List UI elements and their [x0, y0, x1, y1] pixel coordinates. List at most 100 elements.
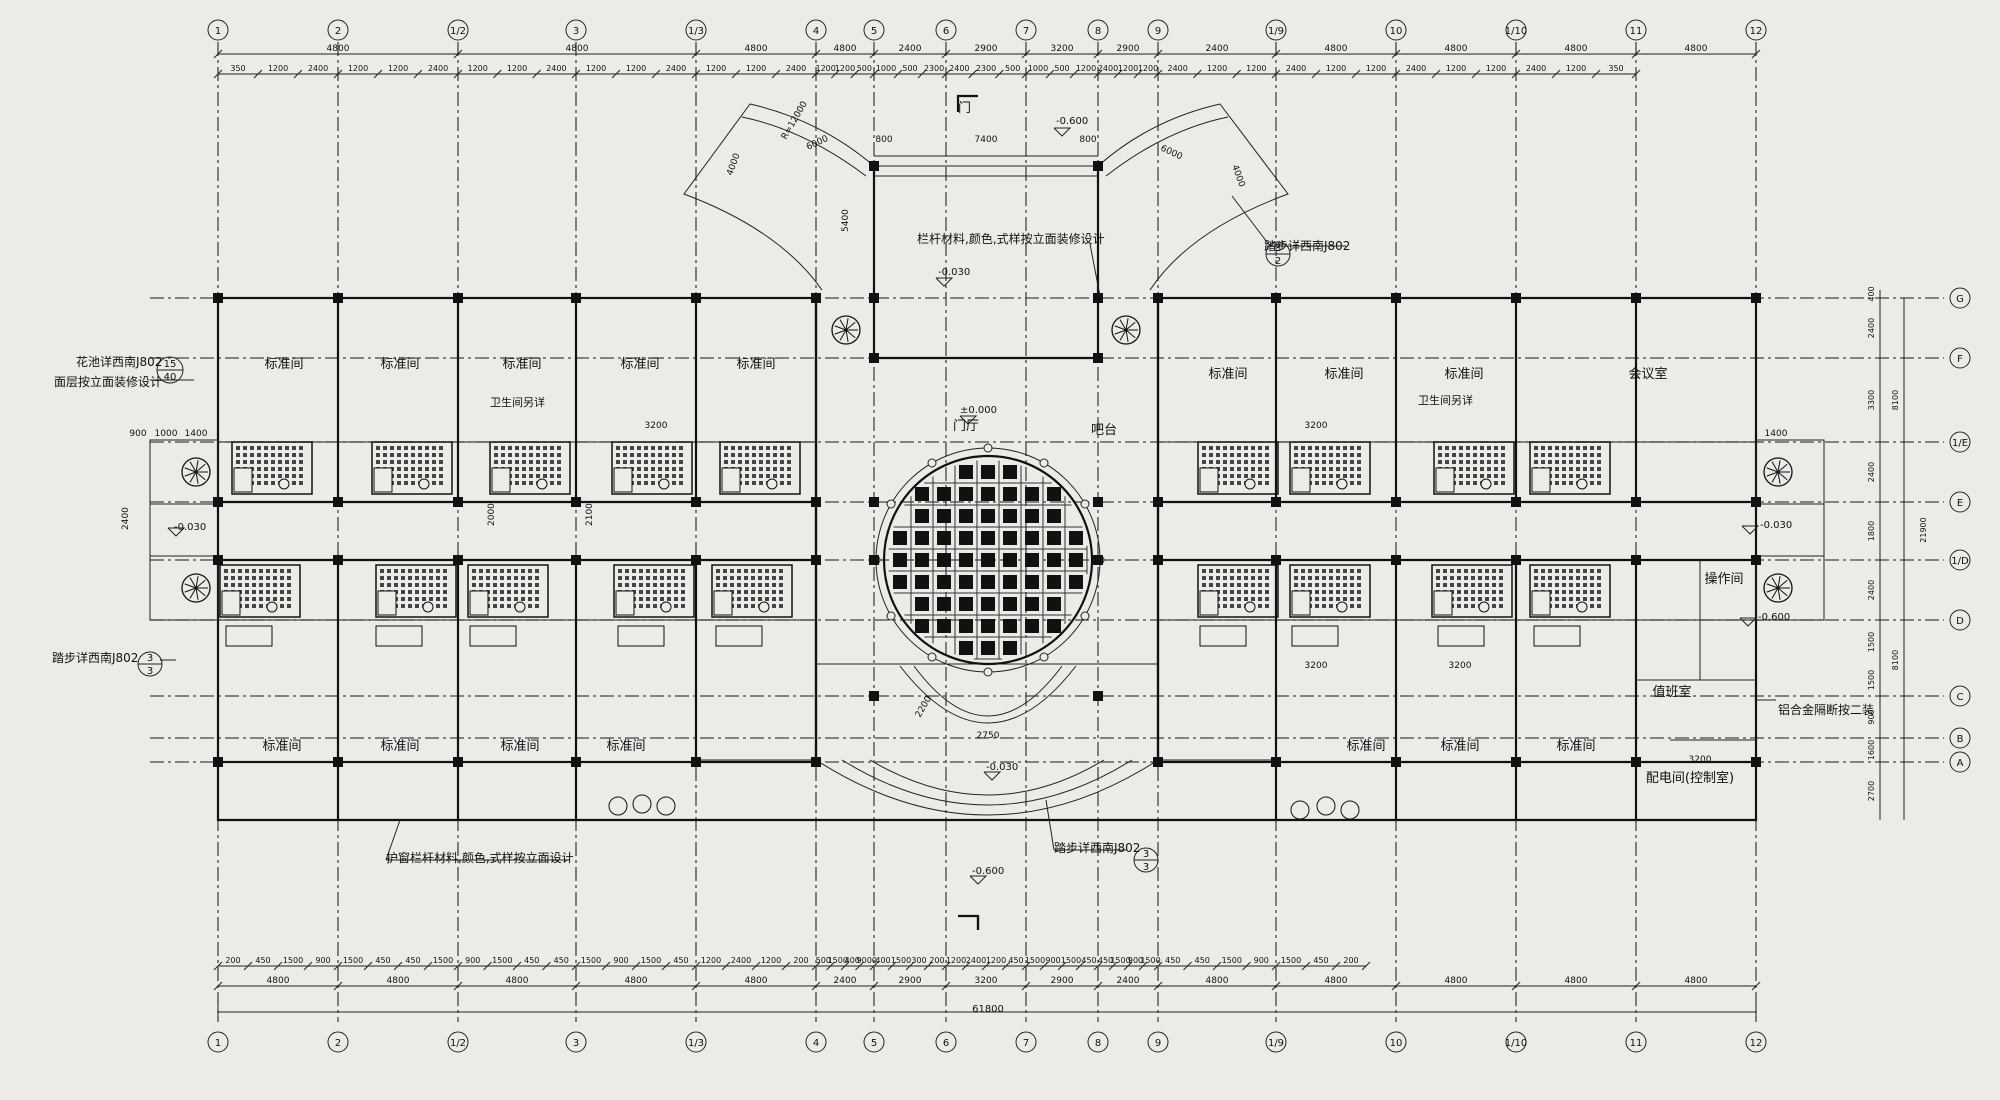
floor-tile	[394, 569, 398, 573]
floor-tile	[681, 590, 685, 594]
floor-tile	[1223, 453, 1227, 457]
floor-tile	[1597, 467, 1601, 471]
dim-top-minor-tick	[253, 69, 263, 79]
floor-tile	[415, 583, 419, 587]
tree-branch	[1125, 321, 1136, 331]
floor-tile	[731, 446, 735, 450]
floor-tile	[1322, 481, 1326, 485]
floor-tile	[1237, 467, 1241, 471]
floor-tile	[243, 453, 247, 457]
floor-tile	[1223, 604, 1227, 608]
tree-branch	[1114, 329, 1127, 335]
axis-bubble-bottom	[863, 1031, 885, 1053]
dim-bottom-major-label: 2900	[899, 976, 922, 986]
floor-tile	[508, 446, 512, 450]
axis-bubble-top	[1265, 19, 1287, 41]
hall-tile	[1069, 553, 1083, 567]
axis-label-bottom: 3	[573, 1038, 579, 1049]
floor-tile	[751, 569, 755, 573]
floor-tile	[1555, 590, 1559, 594]
column	[1391, 497, 1401, 507]
washbasin	[660, 601, 672, 613]
bathroom-unit	[719, 441, 801, 495]
floor-tile	[1315, 453, 1319, 457]
dim-bottom-mid-label: 450	[375, 956, 390, 965]
floor-tile	[737, 583, 741, 587]
floor-tile	[443, 604, 447, 608]
note-leaders	[150, 195, 1776, 861]
floor-tile	[1478, 576, 1482, 580]
front-stairs-arc	[841, 759, 1133, 806]
floor-tile	[644, 467, 648, 471]
bathtub	[1291, 467, 1311, 493]
floor-tile	[515, 474, 519, 478]
floor-tile	[1216, 446, 1220, 450]
bathroom-box	[1197, 564, 1279, 618]
bathroom-box	[1197, 441, 1279, 495]
dim-top-minor-label: 2300	[924, 64, 944, 73]
floor-tile	[501, 453, 505, 457]
floor-tile	[658, 467, 662, 471]
floor-tile	[515, 481, 519, 485]
floor-tile	[287, 569, 291, 573]
floor-tile	[500, 569, 504, 573]
floor-tile	[443, 569, 447, 573]
hall-tile	[1025, 575, 1039, 589]
tree-branch	[1777, 576, 1781, 589]
washbasin	[658, 478, 670, 490]
floor-tile	[1466, 481, 1470, 485]
floor-tile	[1350, 597, 1354, 601]
control-room-label: 操作间	[1704, 571, 1743, 587]
dim-bottom-mid-tick	[855, 961, 864, 971]
floor-tile	[773, 446, 777, 450]
floor-tile	[1301, 446, 1305, 450]
bathtub	[1531, 590, 1551, 616]
dim-label: 1400	[185, 429, 208, 439]
floor-tile	[766, 453, 770, 457]
floor-tile	[658, 460, 662, 464]
dim-top-minor-tick	[1069, 69, 1079, 79]
flower-note: 花池详西南J802	[76, 354, 162, 369]
floor-tile	[1322, 576, 1326, 580]
floor-tile	[528, 583, 532, 587]
floor-tile	[257, 446, 261, 450]
dim-bottom-mid-tick	[1153, 961, 1163, 971]
floor-tile	[1569, 597, 1573, 601]
floor-tile	[1322, 467, 1326, 471]
column	[1751, 293, 1761, 303]
floor-tile	[494, 460, 498, 464]
floor-tile	[766, 474, 770, 478]
floor-tile	[543, 446, 547, 450]
floor-tile	[1202, 569, 1206, 573]
dim-top-minor-label: 2400	[666, 64, 686, 73]
floor-tile	[493, 604, 497, 608]
bathroom-unit	[371, 441, 453, 495]
column	[691, 757, 701, 767]
column	[869, 161, 879, 171]
dim-bottom-mid-label: 1500	[283, 956, 303, 965]
floor-tile	[1251, 569, 1255, 573]
floor-tile	[250, 453, 254, 457]
hall-tile	[1069, 575, 1083, 589]
floor-tile	[404, 460, 408, 464]
floor-tile	[1459, 453, 1463, 457]
floor-tile	[1258, 597, 1262, 601]
axis-bubble-bottom	[1087, 1031, 1109, 1053]
floor-tile	[529, 460, 533, 464]
floor-tile	[1485, 583, 1489, 587]
axis-bubble-right	[1949, 431, 1971, 453]
hall-tile	[981, 531, 995, 545]
axis-label-bottom: 2	[335, 1038, 341, 1049]
hall-tile	[1003, 553, 1017, 567]
floor-tile	[1223, 481, 1227, 485]
dim-bottom-mid-label: 1500	[828, 956, 848, 965]
floor-tile	[1562, 569, 1566, 573]
floor-tile	[439, 453, 443, 457]
floor-tile	[758, 569, 762, 573]
tree-branch	[845, 329, 856, 339]
axis-bubble-bottom	[447, 1031, 469, 1053]
floor-tile	[738, 453, 742, 457]
floor-tile	[1315, 576, 1319, 580]
dim-bottom-major-label: 3200	[975, 976, 998, 986]
column	[571, 555, 581, 565]
